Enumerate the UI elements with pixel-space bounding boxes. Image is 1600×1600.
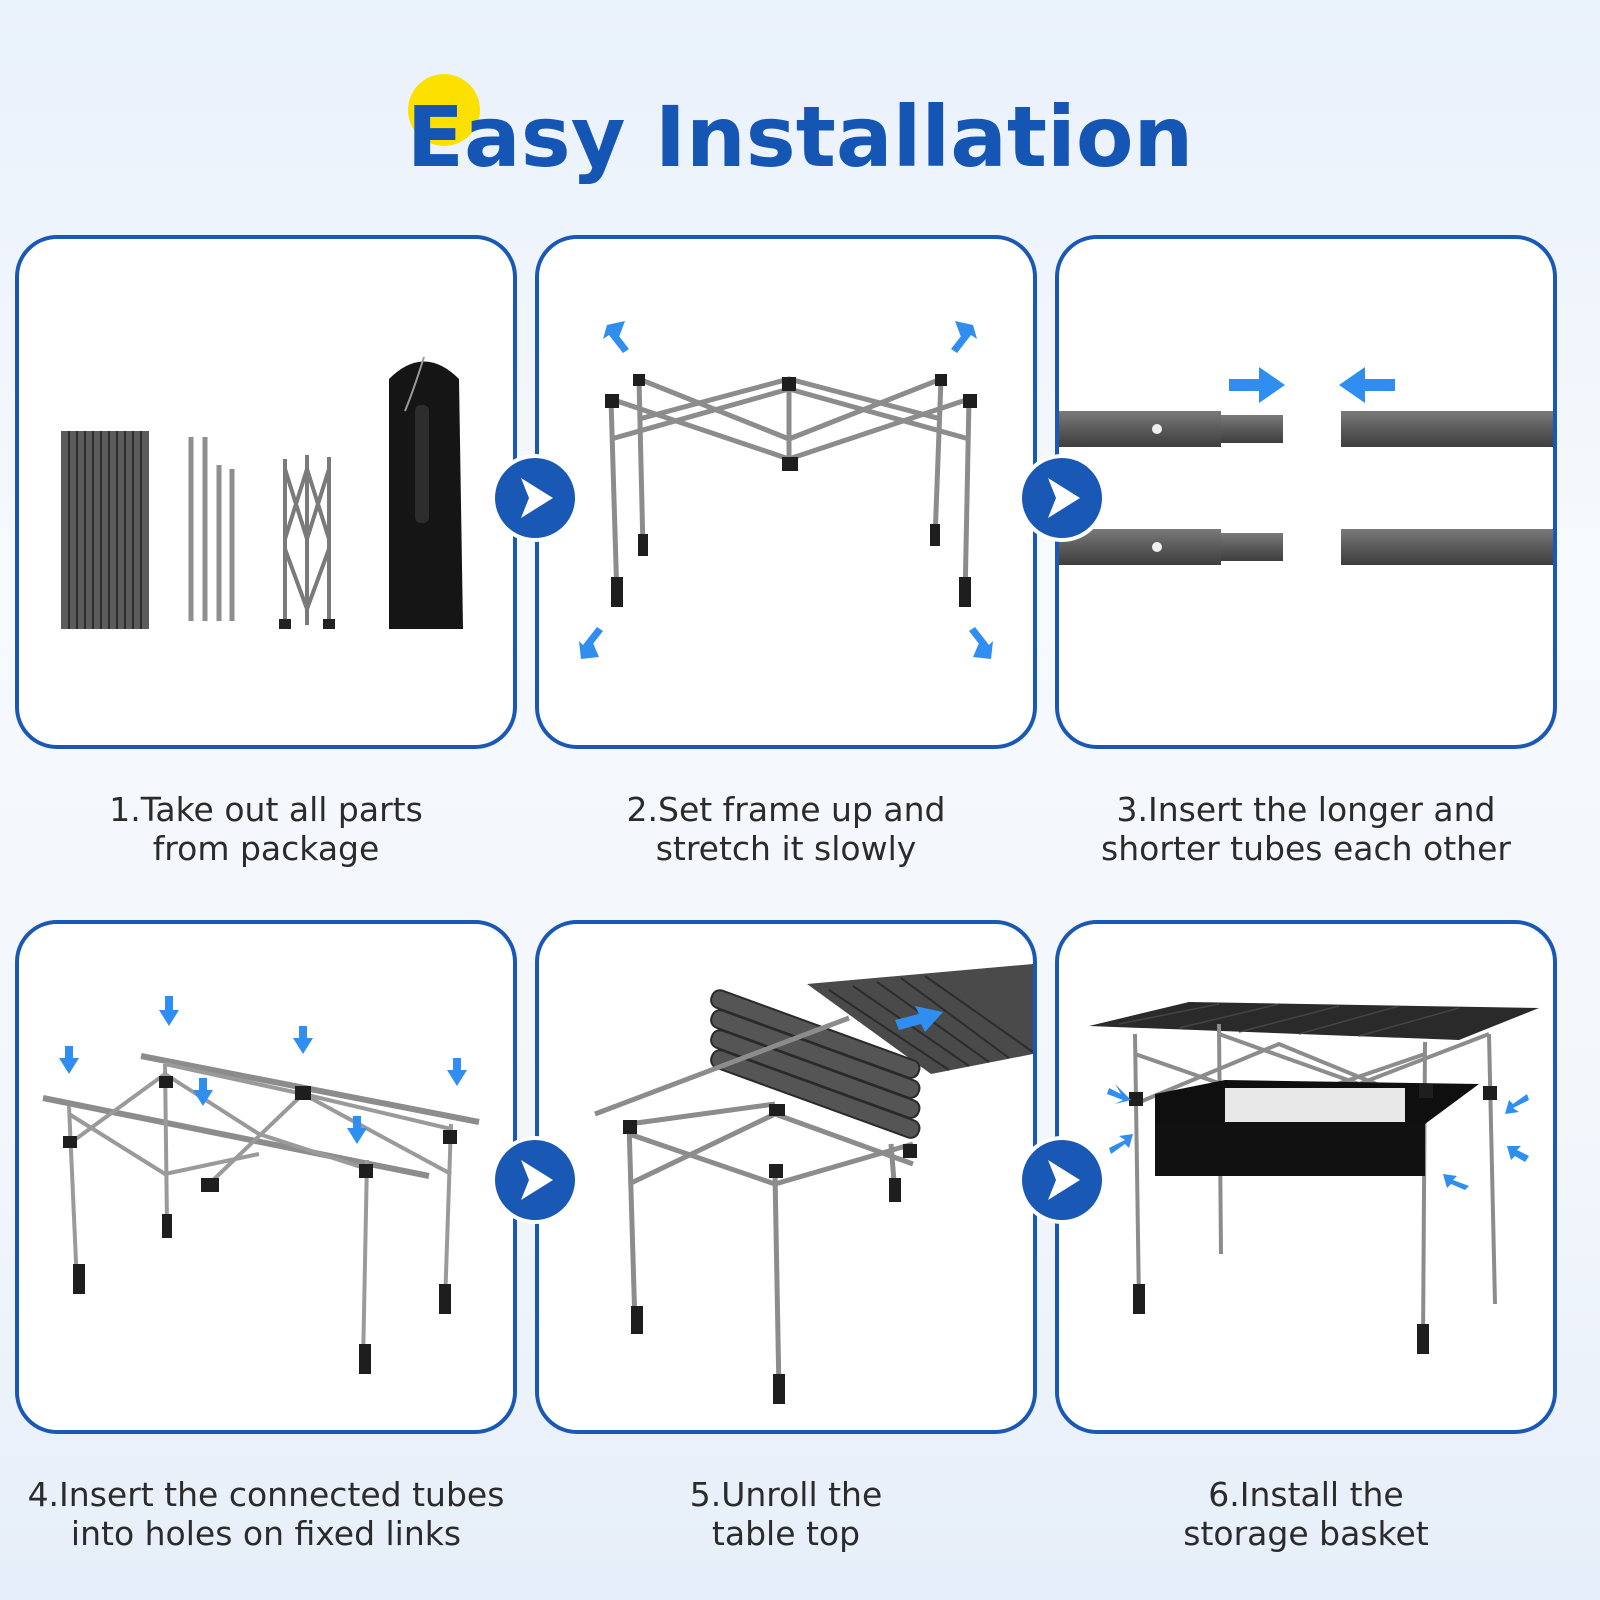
step-2-card — [535, 235, 1037, 749]
rolled-table-top — [61, 431, 149, 629]
page-title: Easy Installation — [406, 88, 1194, 186]
arrow-icon — [1229, 367, 1395, 403]
arrow-icon — [579, 321, 993, 659]
next-step-button-1[interactable] — [495, 458, 575, 538]
table-top — [1089, 1002, 1539, 1040]
lower-tubes — [1059, 529, 1553, 565]
frame-stretch-illustration — [579, 321, 993, 659]
tubes — [188, 437, 235, 621]
step-2-caption: 2.Set frame up and stretch it slowly — [626, 790, 946, 868]
step-1-caption: 1.Take out all parts from package — [109, 790, 423, 868]
step-6-card — [1055, 920, 1557, 1434]
step-4-caption: 4.Insert the connected tubes into holes … — [27, 1475, 505, 1553]
step-4-card — [15, 920, 517, 1434]
next-step-button-2[interactable] — [1022, 458, 1102, 538]
upper-tubes — [1059, 411, 1553, 447]
step-3-caption: 3.Insert the longer and shorter tubes ea… — [1101, 790, 1511, 868]
chevron-right-icon — [1048, 478, 1080, 518]
connect-tubes-illustration — [42, 996, 480, 1374]
chevron-right-icon — [521, 478, 553, 518]
frame — [1133, 1023, 1497, 1345]
frame — [608, 376, 972, 600]
arrow-icon — [895, 1006, 943, 1032]
parts-illustration — [61, 356, 463, 629]
chevron-right-icon — [521, 1160, 553, 1200]
title-highlight-dot — [408, 74, 480, 146]
frame — [594, 1015, 914, 1393]
step-5-caption: 5.Unroll the table top — [689, 1475, 883, 1553]
storage-basket-illustration — [1089, 1002, 1539, 1354]
step-5-card — [535, 920, 1037, 1434]
carry-bag — [389, 356, 463, 629]
basket — [1155, 1080, 1479, 1176]
arrow-icon — [1107, 1084, 1529, 1190]
arrow-icon — [59, 996, 467, 1144]
step-1-card — [15, 235, 517, 749]
step-3-card — [1055, 235, 1557, 749]
next-step-button-3[interactable] — [495, 1140, 575, 1220]
frame-joints — [605, 374, 977, 607]
chevron-right-icon — [1048, 1160, 1080, 1200]
unroll-top-illustration — [594, 964, 1033, 1404]
fixed-links — [63, 1076, 457, 1374]
tubes-insert-illustration — [1059, 367, 1553, 565]
next-step-button-4[interactable] — [1022, 1140, 1102, 1220]
folded-frame — [279, 455, 335, 629]
step-6-caption: 6.Install the storage basket — [1183, 1475, 1429, 1553]
